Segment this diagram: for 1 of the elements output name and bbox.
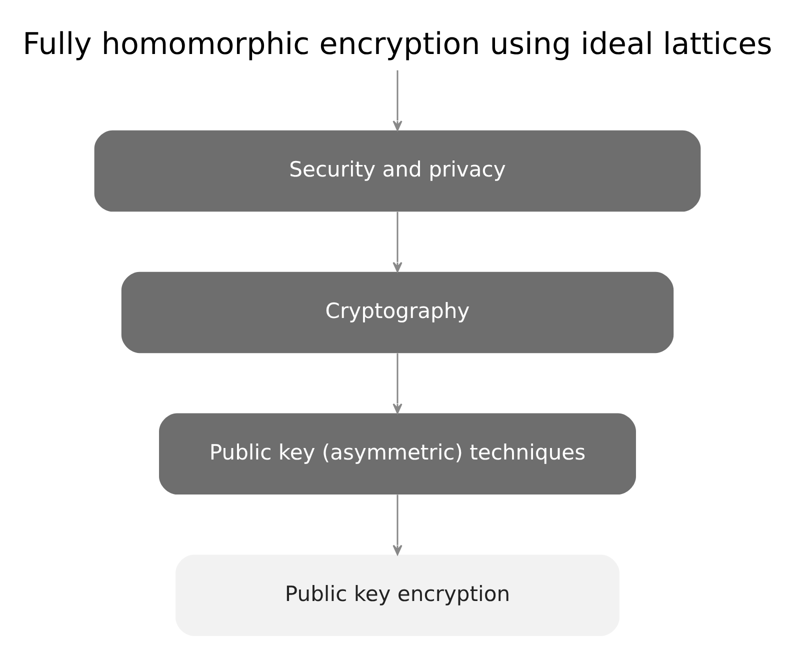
diagram-title: Fully homomorphic encryption using ideal lattices — [22, 26, 772, 62]
